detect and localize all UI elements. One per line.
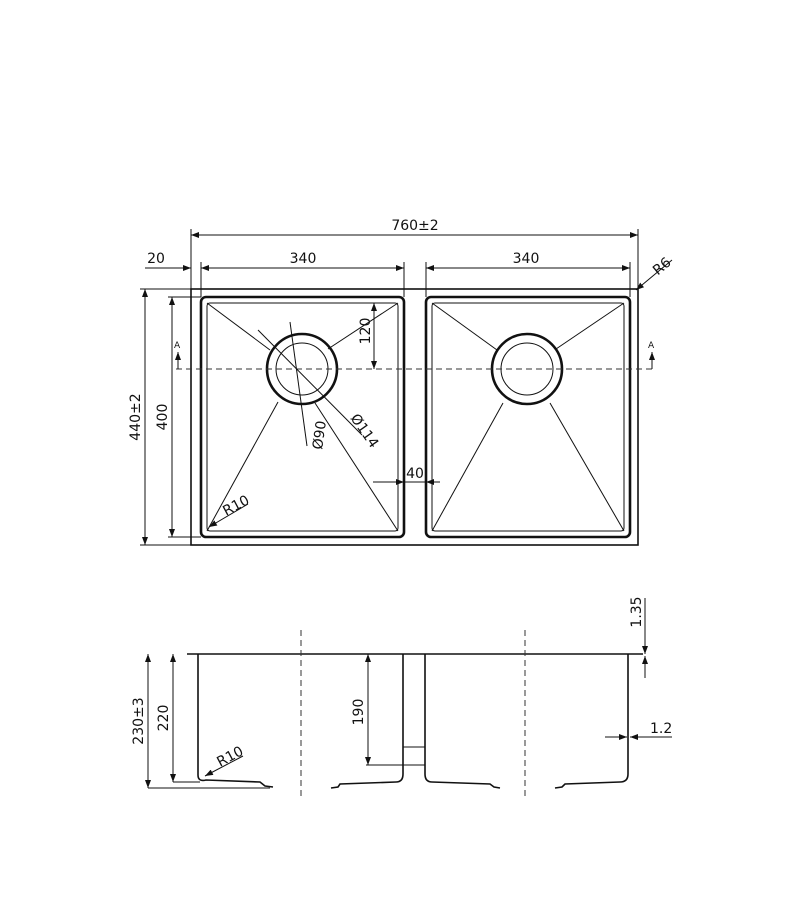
right-wall	[554, 654, 629, 789]
dim-wall-thickness: 1.2	[650, 721, 672, 737]
dim-drain-inner: Ø90	[310, 420, 330, 451]
dim-right-bowl-width: 340	[513, 251, 540, 267]
section-mark-right: A	[648, 341, 655, 351]
dim-bowl-corner-radius: R10	[220, 492, 252, 519]
divider-block	[402, 746, 426, 766]
dim-flange-thickness: 1.35	[629, 596, 645, 627]
divider-right-wall	[424, 654, 501, 789]
dim-overall-height: 230±3	[131, 697, 147, 744]
dim-bowl-depth: 400	[155, 404, 171, 431]
dim-divider-height: 190	[351, 699, 367, 726]
dim-left-bowl-width: 340	[290, 251, 317, 267]
dim-bowl-height: 220	[156, 705, 172, 732]
top-view: A A 760±2 20 340 340 R6 440±2 400	[128, 218, 675, 546]
sink-outline	[190, 288, 639, 546]
left-wall	[197, 654, 274, 788]
dim-overall-width: 760±2	[391, 218, 438, 234]
divider-left-wall	[330, 654, 404, 789]
right-bowl	[424, 295, 632, 539]
dim-edge-offset: 20	[147, 251, 165, 267]
dim-bottom-radius: R10	[214, 743, 246, 770]
dim-divider-width: 40	[406, 466, 424, 482]
dim-drain-offset: 120	[358, 318, 374, 345]
dim-overall-depth: 440±2	[128, 393, 144, 440]
dim-drain-outer: Ø114	[347, 411, 382, 451]
section-view: 230±3 220 190 R10 1.35 1.2	[131, 596, 672, 800]
section-mark-left: A	[174, 341, 181, 351]
